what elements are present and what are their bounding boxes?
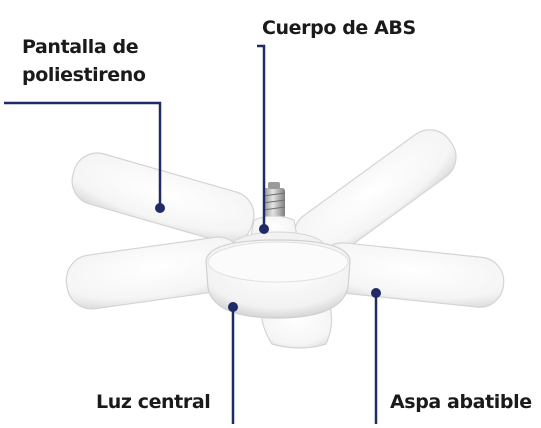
ceiling-fan-lamp-illustration <box>65 129 505 349</box>
callout-cuerpo <box>257 44 266 228</box>
label-aspa-abatible: Aspa abatible <box>390 391 532 413</box>
dot-cuerpo <box>259 224 269 234</box>
blade-back-left <box>71 152 255 244</box>
label-cuerpo-de-abs: Cuerpo de ABS <box>262 17 416 39</box>
dot-luz <box>228 302 238 312</box>
label-pantalla-line-2: poliestireno <box>22 64 146 86</box>
central-light-body <box>205 239 351 319</box>
label-luz-central: Luz central <box>96 391 211 413</box>
label-pantalla-de-poliestireno: Pantalla de poliestireno <box>22 33 146 89</box>
dot-aspa <box>371 288 381 298</box>
label-pantalla-line-1: Pantalla de <box>22 36 139 58</box>
callout-dots <box>155 203 381 312</box>
callout-lines <box>4 44 378 424</box>
dot-pantalla <box>155 203 165 213</box>
callout-pantalla <box>4 101 162 206</box>
